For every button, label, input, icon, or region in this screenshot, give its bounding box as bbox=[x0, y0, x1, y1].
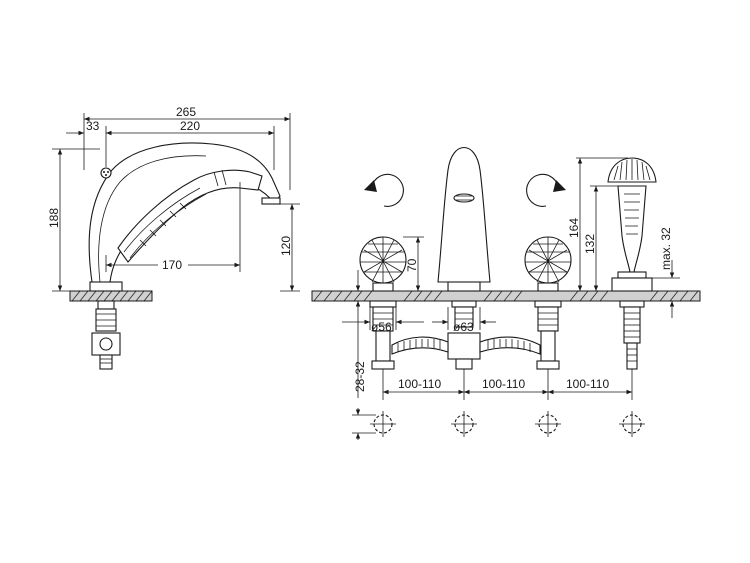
front-spout bbox=[437, 146, 491, 370]
hand-shower bbox=[607, 157, 657, 370]
front-view: 70 ø56 ø63 28-32 100-110 100-110 100-110 bbox=[311, 146, 701, 440]
dim-170: 170 bbox=[162, 258, 182, 272]
side-handle-knob bbox=[100, 167, 112, 179]
dim-o63: ø63 bbox=[453, 320, 474, 334]
dim-265: 265 bbox=[176, 105, 196, 119]
dim-188: 188 bbox=[47, 208, 61, 228]
hole-3 bbox=[535, 411, 561, 437]
dim-spacing-3: 100-110 bbox=[566, 377, 609, 391]
side-deck-hatch bbox=[71, 290, 153, 302]
dim-132: 132 bbox=[583, 234, 597, 254]
dim-spacing-1: 100-110 bbox=[398, 377, 441, 391]
dim-33: 33 bbox=[86, 119, 100, 133]
hole-4 bbox=[619, 411, 645, 437]
side-hand-shower bbox=[117, 169, 263, 263]
side-view: 265 33 220 188 120 170 bbox=[47, 105, 300, 370]
dim-max-32: max. 32 bbox=[659, 227, 673, 270]
front-deck bbox=[311, 290, 701, 302]
front-deck-hatch bbox=[313, 290, 699, 302]
mounting-holes bbox=[352, 408, 645, 440]
dim-120: 120 bbox=[279, 236, 293, 256]
dim-220: 220 bbox=[180, 119, 200, 133]
dim-28-32: 28-32 bbox=[353, 361, 367, 392]
left-crystal-handle bbox=[359, 236, 407, 370]
hole-2 bbox=[451, 411, 477, 437]
dim-164: 164 bbox=[567, 218, 581, 238]
connecting-hoses bbox=[391, 336, 541, 355]
mixing-block bbox=[447, 332, 481, 360]
clockwise-arrow-icon bbox=[526, 173, 566, 207]
right-crystal-handle bbox=[524, 236, 572, 370]
hole-1 bbox=[370, 411, 396, 437]
dim-70: 70 bbox=[405, 258, 419, 272]
counterclockwise-arrow-icon bbox=[364, 173, 404, 207]
side-spout-tip bbox=[261, 197, 281, 205]
side-base bbox=[89, 281, 123, 292]
dim-o56: ø56 bbox=[371, 320, 392, 334]
dim-spacing-2: 100-110 bbox=[482, 377, 525, 391]
